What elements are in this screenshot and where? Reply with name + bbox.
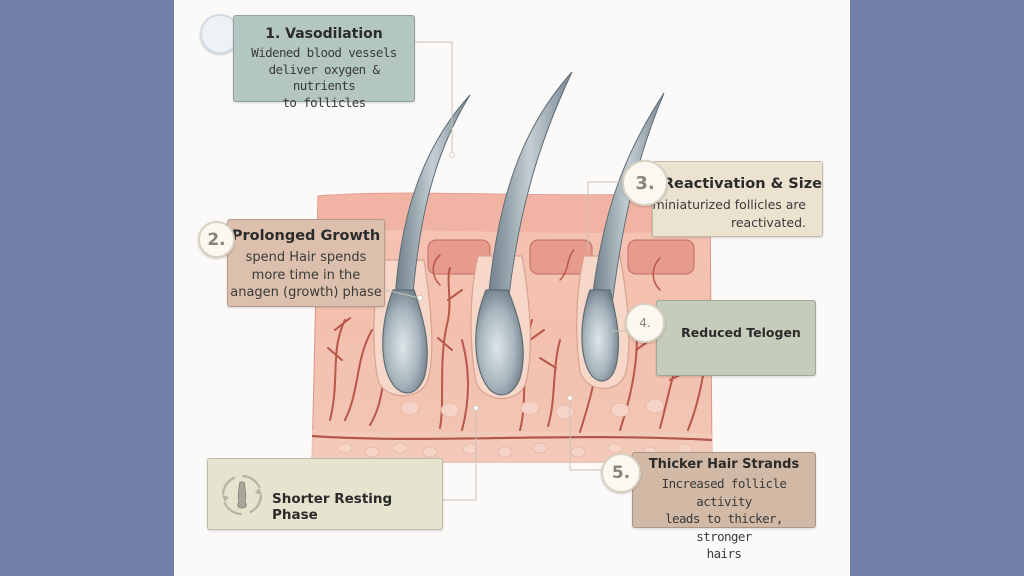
callout-5-body-line: leads to thicker, stronger xyxy=(665,511,783,544)
callout-5-number: 5. xyxy=(611,463,631,483)
callout-reactivation-size: Reactivation & Size miniaturized follicl… xyxy=(652,161,823,237)
callout-3-body-line: reactivated. xyxy=(730,215,806,230)
callout-3-badge: 3. xyxy=(622,160,668,206)
callout-2-number: 2. xyxy=(207,229,226,250)
blood-vessel-network xyxy=(327,249,707,433)
callout-1-title: 1. Vasodilation xyxy=(265,26,383,42)
callout-5-body-line: hairs xyxy=(706,546,742,561)
callout-3-body: miniaturized follicles are reactivated. xyxy=(631,196,806,232)
leader-dots xyxy=(417,152,573,411)
callout-1-body-line: to follicles xyxy=(282,94,366,110)
callout-5-body: Increased follicle activity leads to thi… xyxy=(637,475,811,563)
cycle-arrows-follicle-icon xyxy=(221,474,263,516)
callout-4-number: 4. xyxy=(639,316,651,330)
callout-3-number: 3. xyxy=(635,172,655,194)
callout-2-badge: 2. xyxy=(198,221,235,258)
callout-thicker-hair: Thicker Hair Strands Increased follicle … xyxy=(632,452,816,561)
callout-5-title: Thicker Hair Strands xyxy=(648,457,800,472)
callout-2-body-line: anagen (growth) phase xyxy=(230,285,382,300)
callout-1-body: Widened blood vessels deliver oxygen & n… xyxy=(238,45,410,111)
callout-2-body: spend Hair spends more time in the anage… xyxy=(230,249,382,302)
callout-reduced-telogen: Reduced Telogen xyxy=(656,300,816,376)
callout-3-title: Reactivation & Size xyxy=(662,176,822,192)
callout-prolonged-growth: Prolonged Growth spend Hair spends more … xyxy=(227,219,385,307)
callout-2-body-line: more time in the xyxy=(251,267,361,283)
callout-1-body-line: Widened blood vessels xyxy=(251,45,397,60)
callout-4-title: Reduced Telogen xyxy=(681,325,801,340)
callout-6-title: Shorter Resting Phase xyxy=(272,491,393,523)
callout-4-badge: 4. xyxy=(625,303,665,343)
callout-3-body-line: miniaturized follicles are xyxy=(652,197,806,212)
callout-2-title: Prolonged Growth xyxy=(231,228,381,244)
hair-bulbs xyxy=(382,289,620,396)
callout-1-body-line: deliver oxygen & nutrients xyxy=(268,61,380,94)
callout-5-badge: 5. xyxy=(601,453,641,493)
tissue-cells xyxy=(337,398,693,458)
callout-2-body-line: spend Hair spends xyxy=(245,250,367,265)
callout-vasodilation: 1. Vasodilation Widened blood vessels de… xyxy=(233,15,415,110)
callout-shorter-resting: Shorter Resting Phase xyxy=(207,458,443,530)
callout-5-body-line: Increased follicle activity xyxy=(661,476,787,509)
